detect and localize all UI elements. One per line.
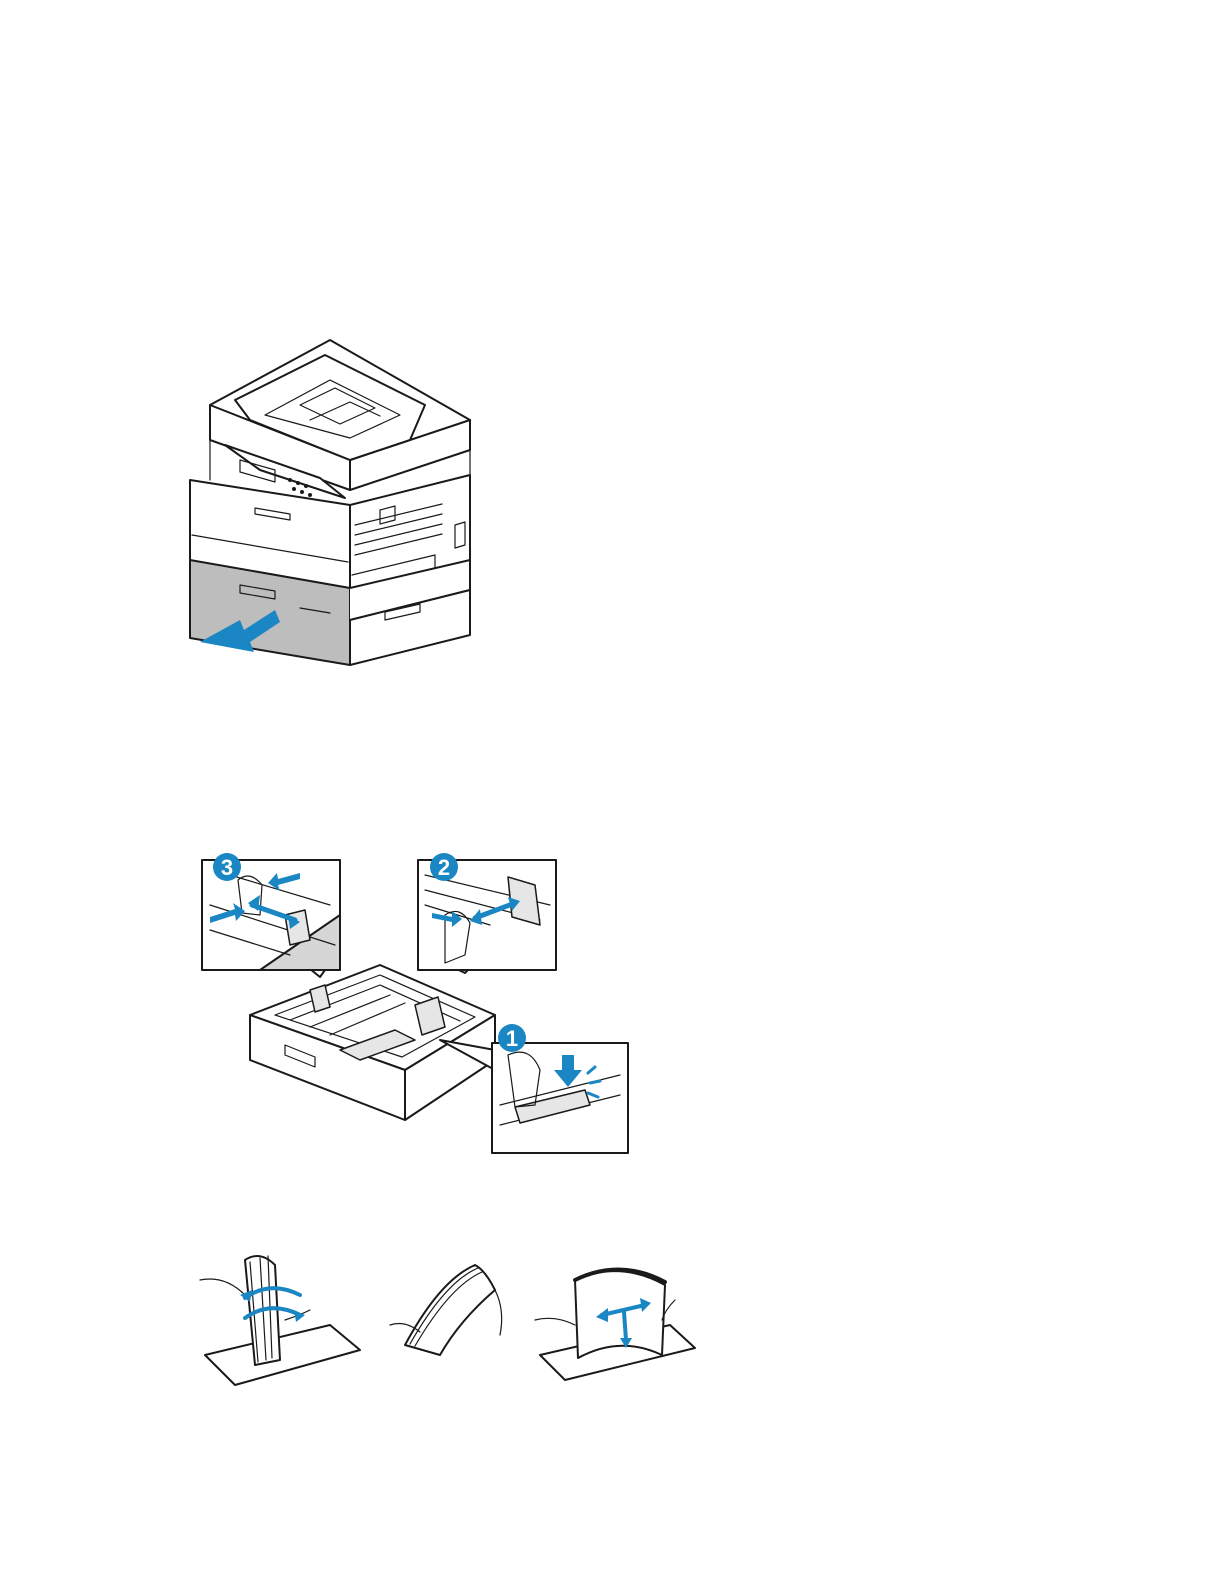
tray-adjust-illustration: 3 2 1 (190, 845, 640, 1165)
step-2-badge: 2 (438, 855, 450, 880)
step-3-badge: 3 (221, 855, 233, 880)
printer-illustration (180, 320, 500, 680)
straighten-paper-panel (535, 1269, 695, 1380)
fan-paper-panel (200, 1256, 360, 1385)
paper-prep-illustration (200, 1240, 700, 1400)
flex-paper-panel (390, 1265, 502, 1355)
step-1-badge: 1 (506, 1026, 518, 1051)
